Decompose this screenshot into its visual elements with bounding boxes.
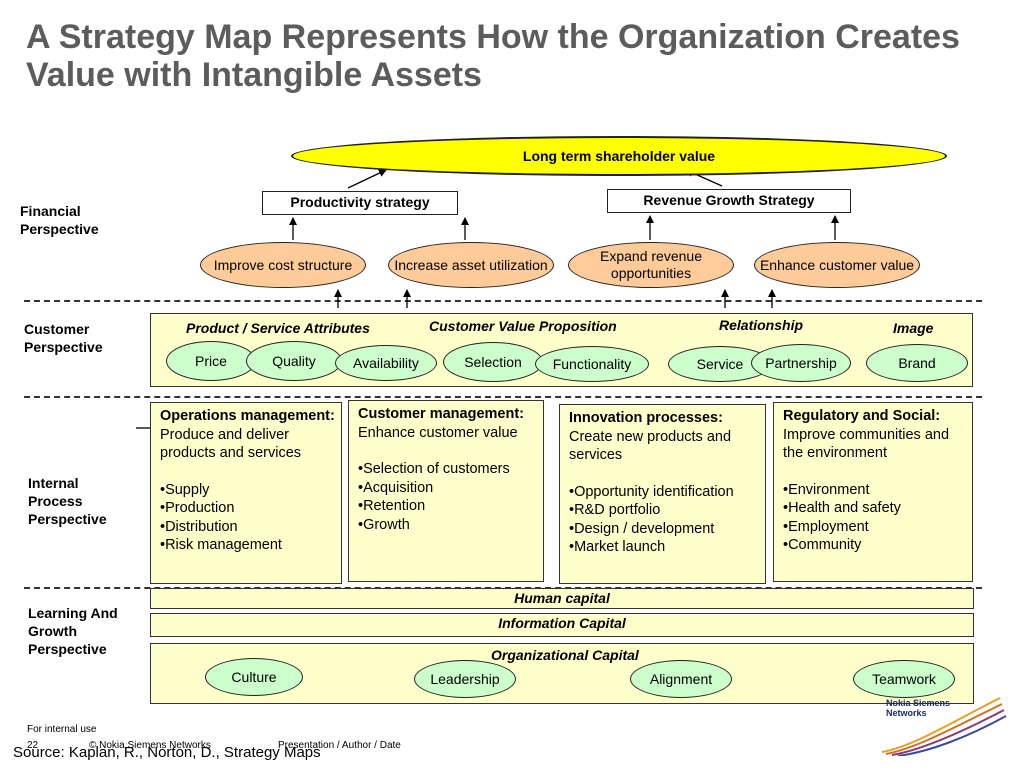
- list-item: •Community: [783, 537, 862, 553]
- customer-perspective-label: Customer Perspective: [24, 321, 103, 355]
- organizational-capital-label: Organizational Capital: [491, 647, 639, 663]
- element-culture: Culture: [205, 658, 303, 696]
- process-description: Produce and deliver products and service…: [160, 426, 302, 462]
- footer-presentation: Presentation / Author / Date: [278, 740, 401, 751]
- process-customer-management: Customer management: Enhance customer va…: [348, 400, 544, 582]
- process-innovation: Innovation processes: Create new product…: [559, 404, 766, 584]
- list-item: •Supply: [160, 481, 210, 498]
- page-title: A Strategy Map Represents How the Organi…: [26, 18, 960, 94]
- list-item: •Employment: [783, 518, 869, 535]
- attribute-brand: Brand: [866, 344, 968, 382]
- objective-enhance-customer-value: Enhance customer value: [754, 242, 920, 288]
- header-product-service-attributes: Product / Service Attributes: [186, 320, 370, 336]
- productivity-strategy-box: Productivity strategy: [262, 191, 458, 215]
- divider-financial-customer: [24, 300, 982, 302]
- learning-perspective-label: Learning And Growth Perspective: [28, 605, 118, 657]
- logo-text: Nokia Siemens Networks: [886, 698, 951, 718]
- list-item: •Growth: [358, 516, 410, 533]
- financial-perspective-label: Financial Perspective: [20, 203, 99, 237]
- list-item: •Distribution: [160, 518, 238, 535]
- human-capital-band: Human capital: [150, 588, 974, 609]
- list-item: •Market launch: [569, 539, 666, 555]
- attribute-quality: Quality: [246, 341, 342, 381]
- attribute-availability: Availability: [335, 345, 437, 381]
- header-relationship: Relationship: [719, 317, 804, 333]
- revenue-growth-strategy-box: Revenue Growth Strategy: [607, 189, 851, 213]
- list-item: •R&D portfolio: [569, 502, 661, 518]
- list-item: •Acquisition: [358, 479, 434, 496]
- objective-increase-asset-utilization: Increase asset utilization: [388, 242, 554, 288]
- header-customer-value-proposition: Customer Value Proposition: [429, 318, 617, 334]
- attribute-price: Price: [166, 341, 256, 381]
- list-item: •Risk management: [160, 537, 282, 553]
- process-heading: Regulatory and Social:: [783, 408, 941, 424]
- attribute-functionality: Functionality: [535, 346, 649, 382]
- list-item: •Health and safety: [783, 500, 901, 516]
- footer-copyright: © Nokia Siemens Networks: [89, 740, 211, 751]
- nokia-siemens-logo: Nokia Siemens Networks: [862, 692, 1012, 757]
- process-regulatory-social: Regulatory and Social: Improve communiti…: [773, 402, 973, 582]
- element-leadership: Leadership: [414, 660, 516, 698]
- process-description: Enhance customer value: [358, 424, 518, 441]
- information-capital-band: Information Capital: [150, 613, 974, 637]
- footer-internal-use: For internal use: [27, 724, 97, 735]
- list-item: •Production: [160, 500, 235, 516]
- divider-customer-internal: [24, 396, 982, 398]
- header-image: Image: [893, 320, 934, 336]
- attribute-service: Service: [668, 346, 772, 382]
- element-teamwork: Teamwork: [853, 660, 955, 698]
- list-item: •Opportunity identification: [569, 483, 734, 500]
- list-item: •Design / development: [569, 520, 715, 537]
- list-item: •Selection of customers: [358, 461, 510, 477]
- footer-page-number: 22: [27, 740, 39, 751]
- process-operations-management: Operations management: Produce and deliv…: [150, 402, 342, 584]
- objective-expand-revenue: Expand revenue opportunities: [568, 242, 734, 288]
- list-item: •Retention: [358, 498, 426, 514]
- process-heading: Customer management:: [358, 406, 524, 422]
- internal-perspective-label: Internal Process Perspective: [28, 475, 107, 527]
- logo-swirl-icon: [881, 697, 1007, 757]
- list-item: •Environment: [783, 481, 870, 498]
- objective-improve-cost-structure: Improve cost structure: [200, 242, 366, 288]
- process-description: Improve communities and the environment: [783, 426, 950, 462]
- process-heading: Operations management:: [160, 408, 335, 424]
- attribute-selection: Selection: [443, 342, 543, 382]
- shareholder-value-goal: Long term shareholder value: [291, 136, 947, 176]
- element-alignment: Alignment: [630, 660, 732, 698]
- process-description: Create new products and services: [569, 428, 732, 464]
- attribute-partnership: Partnership: [751, 344, 851, 382]
- process-heading: Innovation processes:: [569, 410, 723, 426]
- source-citation: Source: Kaplan, R., Norton, D., Strategy…: [13, 744, 321, 761]
